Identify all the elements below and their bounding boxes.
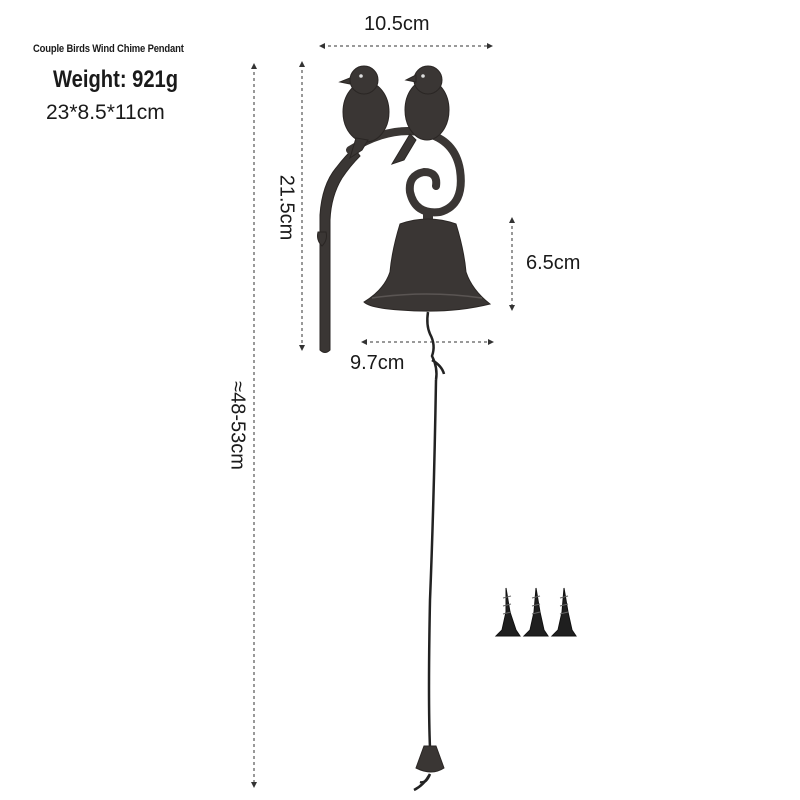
screws [494, 587, 577, 637]
screw-icon [550, 587, 577, 637]
left-bird-figure [338, 65, 390, 160]
size-label: 23*8.5*11cm [46, 101, 165, 124]
dimension-lines [251, 43, 515, 788]
pull-rope [413, 311, 446, 792]
rope-weight-icon [415, 745, 445, 773]
bell-figure [363, 218, 492, 312]
right-bird-figure [390, 65, 450, 165]
screw-icon [522, 587, 549, 637]
product-name: Couple Birds Wind Chime Pendant [33, 43, 184, 55]
bell-width-label: 9.7cm [350, 352, 405, 374]
wall-bracket [317, 147, 361, 353]
screw-icon [494, 587, 521, 637]
weight-label: Weight: 921g [53, 66, 179, 93]
bell-height-label: 6.5cm [526, 252, 581, 274]
top-width-label: 10.5cm [364, 13, 430, 35]
